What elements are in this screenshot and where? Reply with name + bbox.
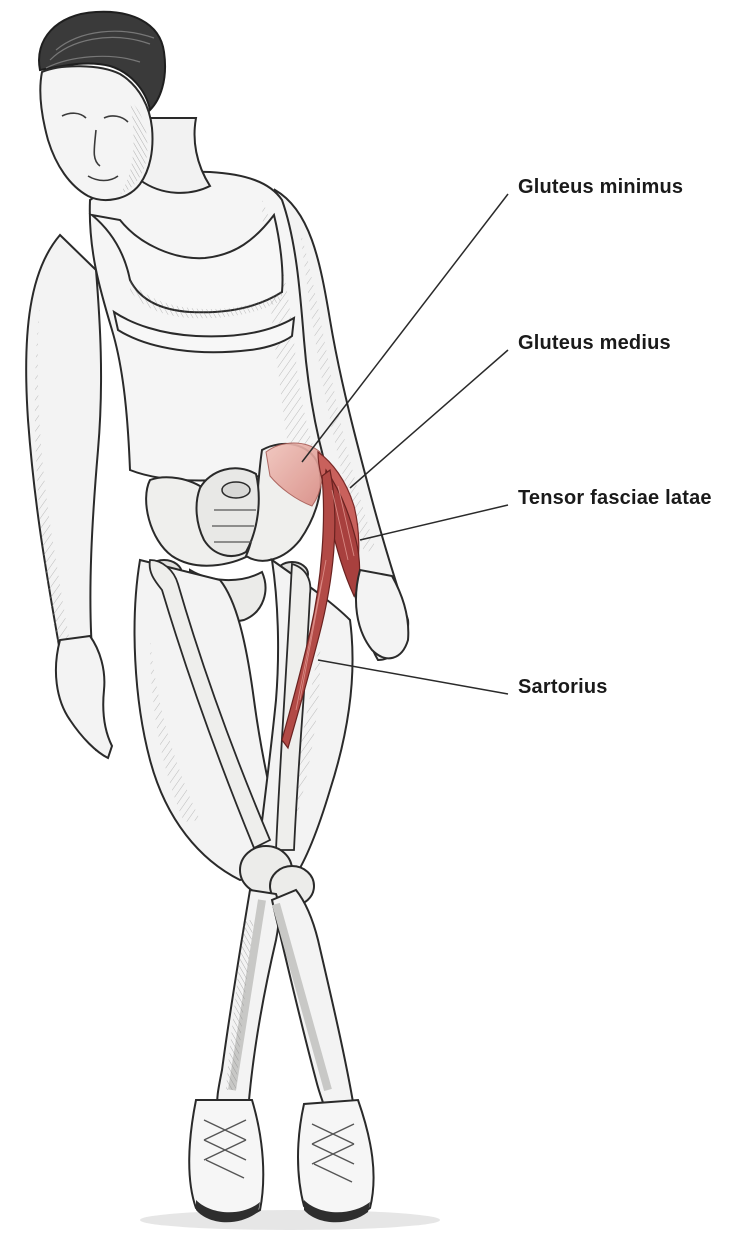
label-sartorius: Sartorius xyxy=(518,676,608,699)
right-shoe xyxy=(298,1100,374,1218)
left-shoe xyxy=(189,1100,263,1219)
label-gluteus-medius: Gluteus medius xyxy=(518,332,671,355)
ground-shadow xyxy=(140,1210,440,1230)
leader-line-gluteus-minimus xyxy=(302,194,508,462)
left-hand xyxy=(56,636,112,758)
label-gluteus-minimus: Gluteus minimus xyxy=(518,176,683,199)
leader-line-tensor-fasciae-latae xyxy=(360,505,508,540)
right-hand xyxy=(356,570,408,658)
leader-line-gluteus-medius xyxy=(350,350,508,488)
label-tensor-fasciae-latae: Tensor fasciae latae xyxy=(518,487,712,510)
